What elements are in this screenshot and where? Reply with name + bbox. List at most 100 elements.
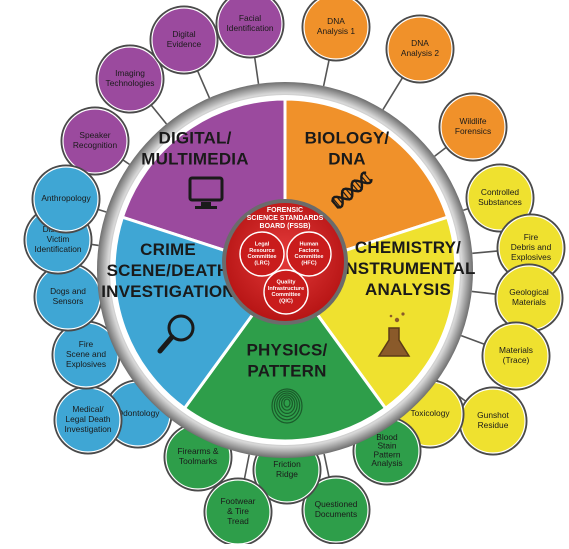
subcommittee-label-line: Analysis bbox=[371, 458, 402, 468]
subcommittee-label-line: Digital bbox=[172, 29, 195, 39]
subcommittee-label-line: Investigation bbox=[64, 424, 111, 434]
subcommittee-label-line: DNA bbox=[327, 16, 345, 26]
subcommittee-label-line: & Tire bbox=[227, 506, 249, 516]
sector-title-line: MULTIMEDIA bbox=[141, 150, 248, 169]
committee-label-line: Infrastructure bbox=[268, 286, 304, 292]
connector-line bbox=[461, 336, 485, 345]
subcommittee-label-line: Identification bbox=[226, 23, 273, 33]
subcommittee-label-line: Debris and bbox=[511, 242, 552, 252]
subcommittee-label-line: Imaging bbox=[115, 68, 145, 78]
subcommittee-label-line: Victim bbox=[47, 234, 70, 244]
subcommittee-label-line: Legal Death bbox=[65, 414, 111, 424]
subcommittee-label-line: Controlled bbox=[481, 187, 520, 197]
subcommittee-label-line: Evidence bbox=[167, 39, 202, 49]
subcommittee-label-line: Gunshot bbox=[477, 410, 509, 420]
subcommittee-label-line: Wildlife bbox=[460, 116, 487, 126]
subcommittee-node[interactable]: Anthropology bbox=[32, 165, 101, 234]
subcommittee-label-line: DNA bbox=[411, 38, 429, 48]
subcommittee-label-line: Recognition bbox=[73, 140, 118, 150]
committee-label-line: Factors bbox=[299, 248, 319, 254]
subcommittee-label-line: Anthropology bbox=[41, 193, 91, 203]
sector-title-line: ANALYSIS bbox=[365, 280, 451, 299]
subcommittee-label-line: Footwear bbox=[221, 496, 256, 506]
subcommittee-label-line: (Trace) bbox=[503, 355, 530, 365]
subcommittee-label-line: Friction bbox=[273, 459, 301, 469]
sector-title-line: SCENE/DEATH bbox=[107, 261, 230, 280]
subcommittee-label: Anthropology bbox=[41, 193, 91, 203]
subcommittee-label-line: Toxicology bbox=[410, 408, 450, 418]
subcommittee-label-line: Firearms & bbox=[178, 446, 219, 456]
subcommittee-label-line: Analysis 1 bbox=[317, 26, 356, 36]
subcommittee-label-line: Tread bbox=[227, 516, 249, 526]
board-title-line: FORENSIC bbox=[267, 207, 303, 214]
committee-label-line: Quality bbox=[277, 280, 297, 286]
subcommittee-label: Materials(Trace) bbox=[499, 345, 533, 365]
subcommittee-label-line: Facial bbox=[239, 13, 261, 23]
subcommittee-label-line: Residue bbox=[478, 420, 509, 430]
subcommittee-label: Odontology bbox=[117, 408, 161, 418]
subcommittee-label-line: Toolmarks bbox=[179, 456, 217, 466]
committee-label-line: Committee bbox=[295, 255, 324, 261]
subcommittee-label-line: Identification bbox=[34, 244, 81, 254]
sector-title-line: BIOLOGY/ bbox=[305, 129, 390, 148]
subcommittee-label-line: Geological bbox=[509, 287, 549, 297]
subcommittee-node[interactable]: Materials(Trace) bbox=[482, 322, 551, 391]
subcommittee-label-line: Forensics bbox=[455, 126, 491, 136]
board-title-line: BOARD (FSSB) bbox=[260, 223, 311, 230]
subcommittee-label-line: Substances bbox=[478, 197, 522, 207]
subcommittee-label-line: Questioned bbox=[315, 499, 358, 509]
connector-line bbox=[472, 251, 498, 253]
sector-title-line: DNA bbox=[328, 150, 365, 169]
connector-line bbox=[324, 59, 330, 86]
committee-label-line: Resource bbox=[249, 248, 275, 254]
connector-line bbox=[255, 57, 259, 84]
sector-title-line: CRIME bbox=[140, 240, 196, 259]
committee-label-line: Human bbox=[300, 242, 320, 248]
subcommittee-label: Firearms &Toolmarks bbox=[178, 446, 219, 466]
board-title-line: SCIENCE STANDARDS bbox=[247, 215, 324, 222]
connector-line bbox=[472, 291, 496, 294]
sector-title-line: DIGITAL/ bbox=[158, 129, 231, 148]
subcommittee-label-line: Fire bbox=[79, 339, 94, 349]
committee-label-line: Committee bbox=[248, 255, 277, 261]
committee-label-line: (LRC) bbox=[254, 261, 269, 267]
subcommittee-label-line: Technologies bbox=[106, 78, 155, 88]
connector-line bbox=[435, 147, 447, 156]
subcommittee-label-line: Dogs and bbox=[50, 286, 86, 296]
connector-line bbox=[151, 105, 167, 124]
committee-label-line: (QIC) bbox=[279, 299, 293, 305]
connector-line bbox=[383, 77, 403, 109]
subcommittee-label-line: Explosives bbox=[511, 252, 551, 262]
sector-title-line: PATTERN bbox=[247, 362, 326, 381]
sector-title-line: INSTRUMENTAL bbox=[340, 259, 475, 278]
subcommittee-label-line: Odontology bbox=[117, 408, 161, 418]
connector-line bbox=[197, 70, 209, 98]
subcommittee-label-line: Scene and bbox=[66, 349, 106, 359]
subcommittee-label-line: Fire bbox=[524, 232, 539, 242]
sector-title-line: CHEMISTRY/ bbox=[355, 238, 461, 257]
subcommittee-label-line: Materials bbox=[512, 297, 546, 307]
subcommittee-label-line: Sensors bbox=[53, 296, 84, 306]
connector-line bbox=[244, 455, 249, 480]
